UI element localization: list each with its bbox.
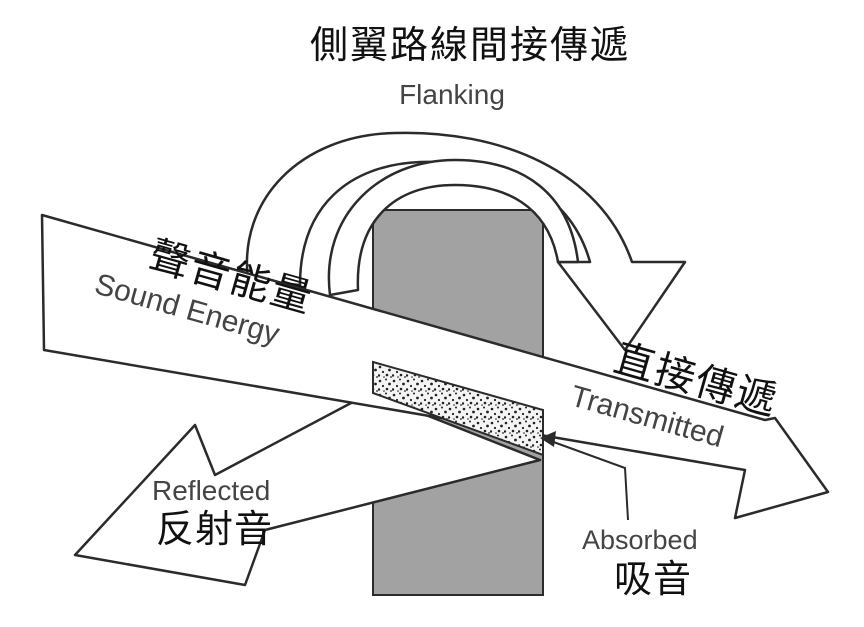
flanking-en-label: Flanking xyxy=(399,79,505,110)
absorbed-pointer xyxy=(540,431,629,521)
sound-energy-arrow xyxy=(40,213,830,520)
flanking-arrows xyxy=(245,131,687,352)
flanking-arrow-inner xyxy=(327,158,580,297)
reflected-arrow xyxy=(73,391,542,587)
absorber-layer xyxy=(372,360,544,457)
absorbed-zh-label: 吸音 xyxy=(614,557,692,601)
reflected-en-label: Reflected xyxy=(152,475,270,506)
flanking-zh-label: 側翼路線間接傳遞 xyxy=(310,23,630,67)
reflected-zh-label: 反射音 xyxy=(156,507,273,551)
flanking-arrow-outer xyxy=(245,131,687,352)
absorbed-en-label: Absorbed xyxy=(582,525,698,555)
